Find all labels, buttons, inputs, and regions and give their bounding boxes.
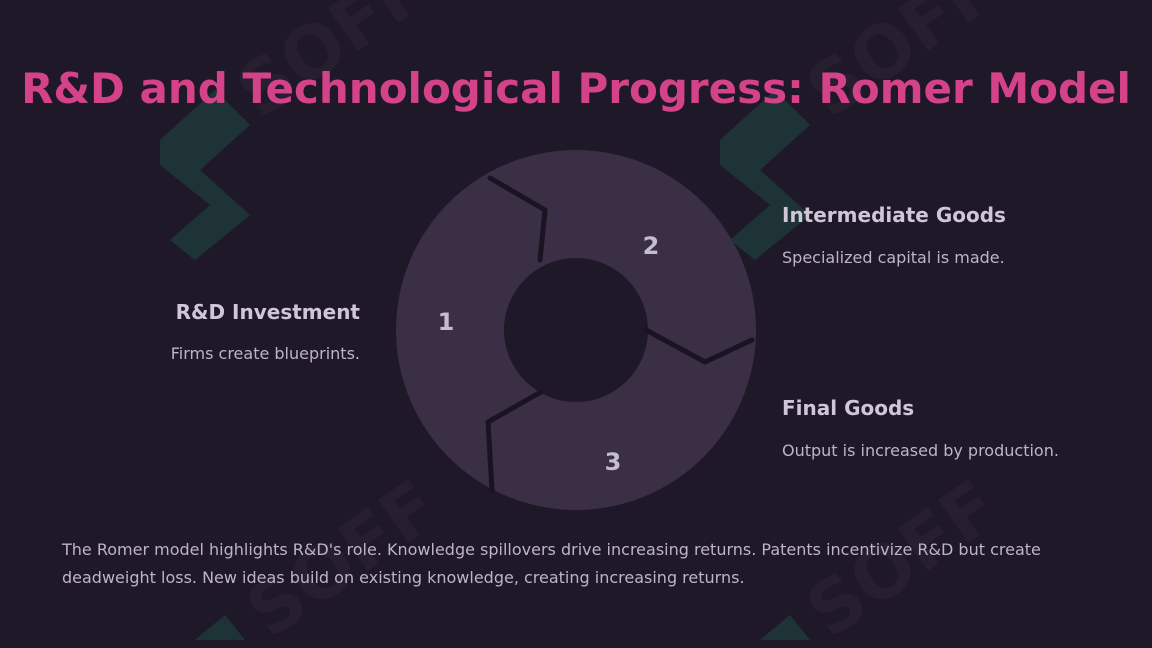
divider-2-3 <box>643 327 755 365</box>
slide-title: R&D and Technological Progress: Romer Mo… <box>21 64 1131 113</box>
step-desc-intermediate-goods: Specialized capital is made. <box>782 248 1005 267</box>
step-title-final-goods: Final Goods <box>782 396 915 420</box>
step-desc-final-goods: Output is increased by production. <box>782 441 1059 460</box>
step-number-3: 3 <box>605 448 622 476</box>
step-title-rd-investment: R&D Investment <box>175 300 360 324</box>
divider-1-2 <box>487 175 548 263</box>
divider-3-1 <box>485 389 544 493</box>
summary-text: The Romer model highlights R&D's role. K… <box>62 540 1041 587</box>
step-desc-rd-investment: Firms create blueprints. <box>170 344 360 363</box>
step-number-2: 2 <box>643 232 660 260</box>
step-number-1: 1 <box>438 308 455 336</box>
step-title-intermediate-goods: Intermediate Goods <box>782 203 1006 227</box>
cycle-hole <box>504 258 648 402</box>
